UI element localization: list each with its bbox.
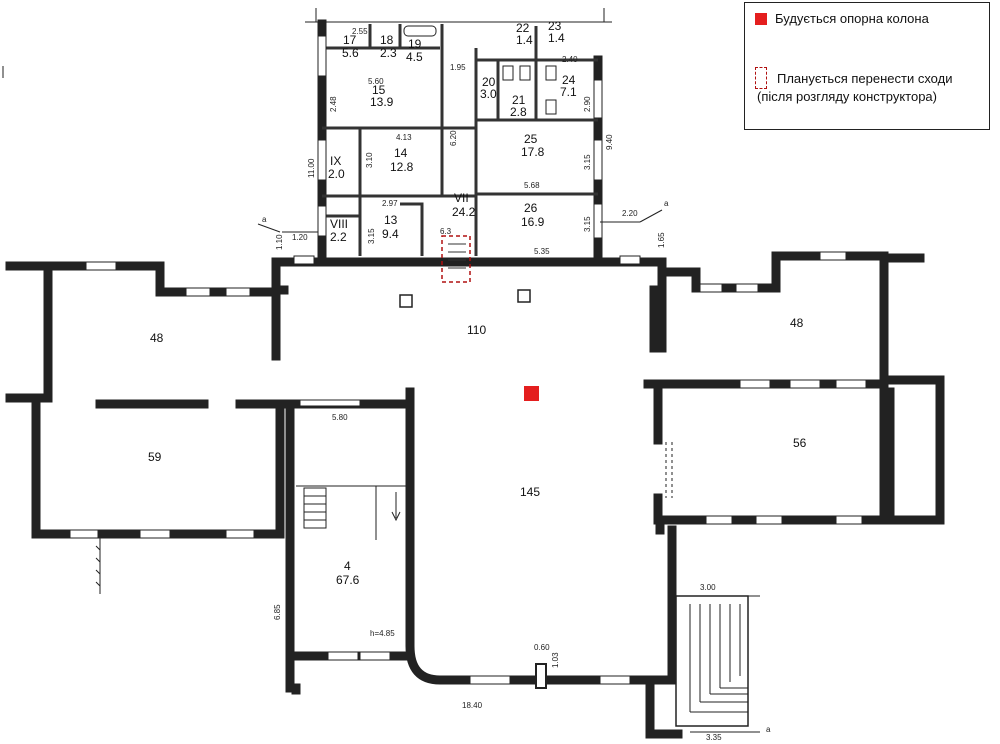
ground-hatch [95, 538, 101, 594]
dim-9-40: 9.40 [605, 134, 614, 150]
legend-stairs-line1: Планується перенести сходи [777, 70, 953, 86]
dashed-outline-icon [755, 67, 767, 89]
dim-3-10: 3.10 [365, 152, 374, 168]
dim-3-00: 3.00 [700, 583, 716, 592]
legend-stairs-line2: (після розгляду конструктора) [757, 89, 937, 104]
dim-2-40: 2.40 [562, 55, 578, 64]
room-15-area: 13.9 [370, 95, 394, 109]
dim-3-15a: 3.15 [367, 228, 376, 244]
pillar-bottom [535, 663, 547, 689]
dim-h-4-85: h=4.85 [370, 629, 395, 638]
dim-5-80: 5.80 [332, 413, 348, 422]
room-labels: 48 59 110 145 48 56 4 67.6 [148, 316, 807, 587]
dim-2-90: 2.90 [583, 96, 592, 112]
column-existing-1 [399, 294, 413, 308]
room-18-area: 2.3 [380, 46, 397, 60]
dim-5-60: 5.60 [368, 77, 384, 86]
axis-a1: a [262, 215, 267, 224]
room-13-area: 9.4 [382, 227, 399, 241]
dim-3-15c: 3.15 [583, 216, 592, 232]
room-right-bottom-area: 56 [793, 436, 807, 450]
room-center-main-area: 145 [520, 485, 540, 499]
room-20-area: 3.0 [480, 87, 497, 101]
axis-a2: a [664, 199, 669, 208]
dim-5-35: 5.35 [534, 247, 550, 256]
room-4-area: 67.6 [336, 573, 360, 587]
dim-2-55: 2.55 [352, 27, 368, 36]
room-right-top-area: 48 [790, 316, 804, 330]
dim-6-20: 6.20 [449, 130, 458, 146]
dim-1-20: 1.20 [292, 233, 308, 242]
room-IX-num: IX [330, 154, 341, 168]
dim-3-35: 3.35 [706, 733, 722, 742]
main-dimensions: 5.80 6.85 h=4.85 0.60 1.03 18.40 [273, 413, 560, 710]
dim-2-48: 2.48 [329, 96, 338, 112]
axis-a3: a [766, 725, 771, 734]
dim-3-15b: 3.15 [583, 154, 592, 170]
room-VII-area: 24.2 [452, 205, 476, 219]
dim-1-95: 1.95 [450, 63, 466, 72]
dim-6-3: 6.3 [440, 227, 452, 236]
stair-room-4 [296, 485, 410, 540]
room-20-num: 20 [482, 75, 496, 89]
dim-5-68: 5.68 [524, 181, 540, 190]
room-left-bottom-area: 59 [148, 450, 162, 464]
room-24-area: 7.1 [560, 85, 577, 99]
room-15-num: 15 [372, 83, 386, 97]
dim-1-10: 1.10 [275, 234, 284, 250]
legend-item-support-column: Будується опорна колона [755, 11, 929, 26]
room-IX-area: 2.0 [328, 167, 345, 181]
annex-block [305, 8, 612, 263]
dim-4-13: 4.13 [396, 133, 412, 142]
room-13-num: 13 [384, 213, 398, 227]
room-23-area: 1.4 [548, 31, 565, 45]
room-left-top-area: 48 [150, 331, 164, 345]
dim-6-85: 6.85 [273, 604, 282, 620]
room-VII-num: VII [454, 191, 469, 205]
room-26-num: 26 [524, 201, 538, 215]
stairs-to-move [441, 235, 471, 283]
windows [69, 251, 867, 685]
dim-1-65: 1.65 [657, 232, 666, 248]
room-14-area: 12.8 [390, 160, 414, 174]
legend-item-stairs: Планується перенести сходи [755, 67, 952, 89]
room-21-num: 21 [512, 93, 526, 107]
room-19-area: 4.5 [406, 50, 423, 64]
red-square-icon [755, 12, 767, 25]
room-24-num: 24 [562, 73, 576, 87]
room-VIII-area: 2.2 [330, 230, 347, 244]
annex-labels: 2.55 17 5.6 18 2.3 19 4.5 5.60 1.95 15 1… [262, 19, 669, 256]
column-existing-2 [517, 289, 531, 303]
dim-11-00: 11.00 [307, 158, 316, 178]
room-25-num: 25 [524, 132, 538, 146]
entrance-stairs: 3.00 3.35 a [675, 583, 771, 742]
room-VIII-num: VIII [330, 217, 348, 231]
dim-18-40: 18.40 [462, 701, 483, 710]
room-14-num: 14 [394, 146, 408, 160]
room-22-num: 22 [516, 21, 530, 35]
room-17-area: 5.6 [342, 46, 359, 60]
legend-box: Будується опорна колона Планується перен… [744, 2, 990, 130]
room-25-area: 17.8 [521, 145, 545, 159]
room-22-area: 1.4 [516, 33, 533, 47]
dim-2-97: 2.97 [382, 199, 398, 208]
support-column-marker [524, 386, 539, 401]
room-17-num: 17 [343, 33, 357, 47]
room-26-area: 16.9 [521, 215, 545, 229]
room-18-num: 18 [380, 33, 394, 47]
room-4-num: 4 [344, 559, 351, 573]
dim-0-60: 0.60 [534, 643, 550, 652]
legend-support-column-label: Будується опорна колона [775, 11, 929, 26]
room-21-area: 2.8 [510, 105, 527, 119]
room-center-top-area: 110 [467, 323, 486, 337]
dim-1-03: 1.03 [551, 652, 560, 668]
dim-2-20: 2.20 [622, 209, 638, 218]
room-23-num: 23 [548, 19, 562, 33]
room-19-num: 19 [408, 37, 422, 51]
legend-item-stairs-note: (після розгляду конструктора) [757, 89, 937, 104]
